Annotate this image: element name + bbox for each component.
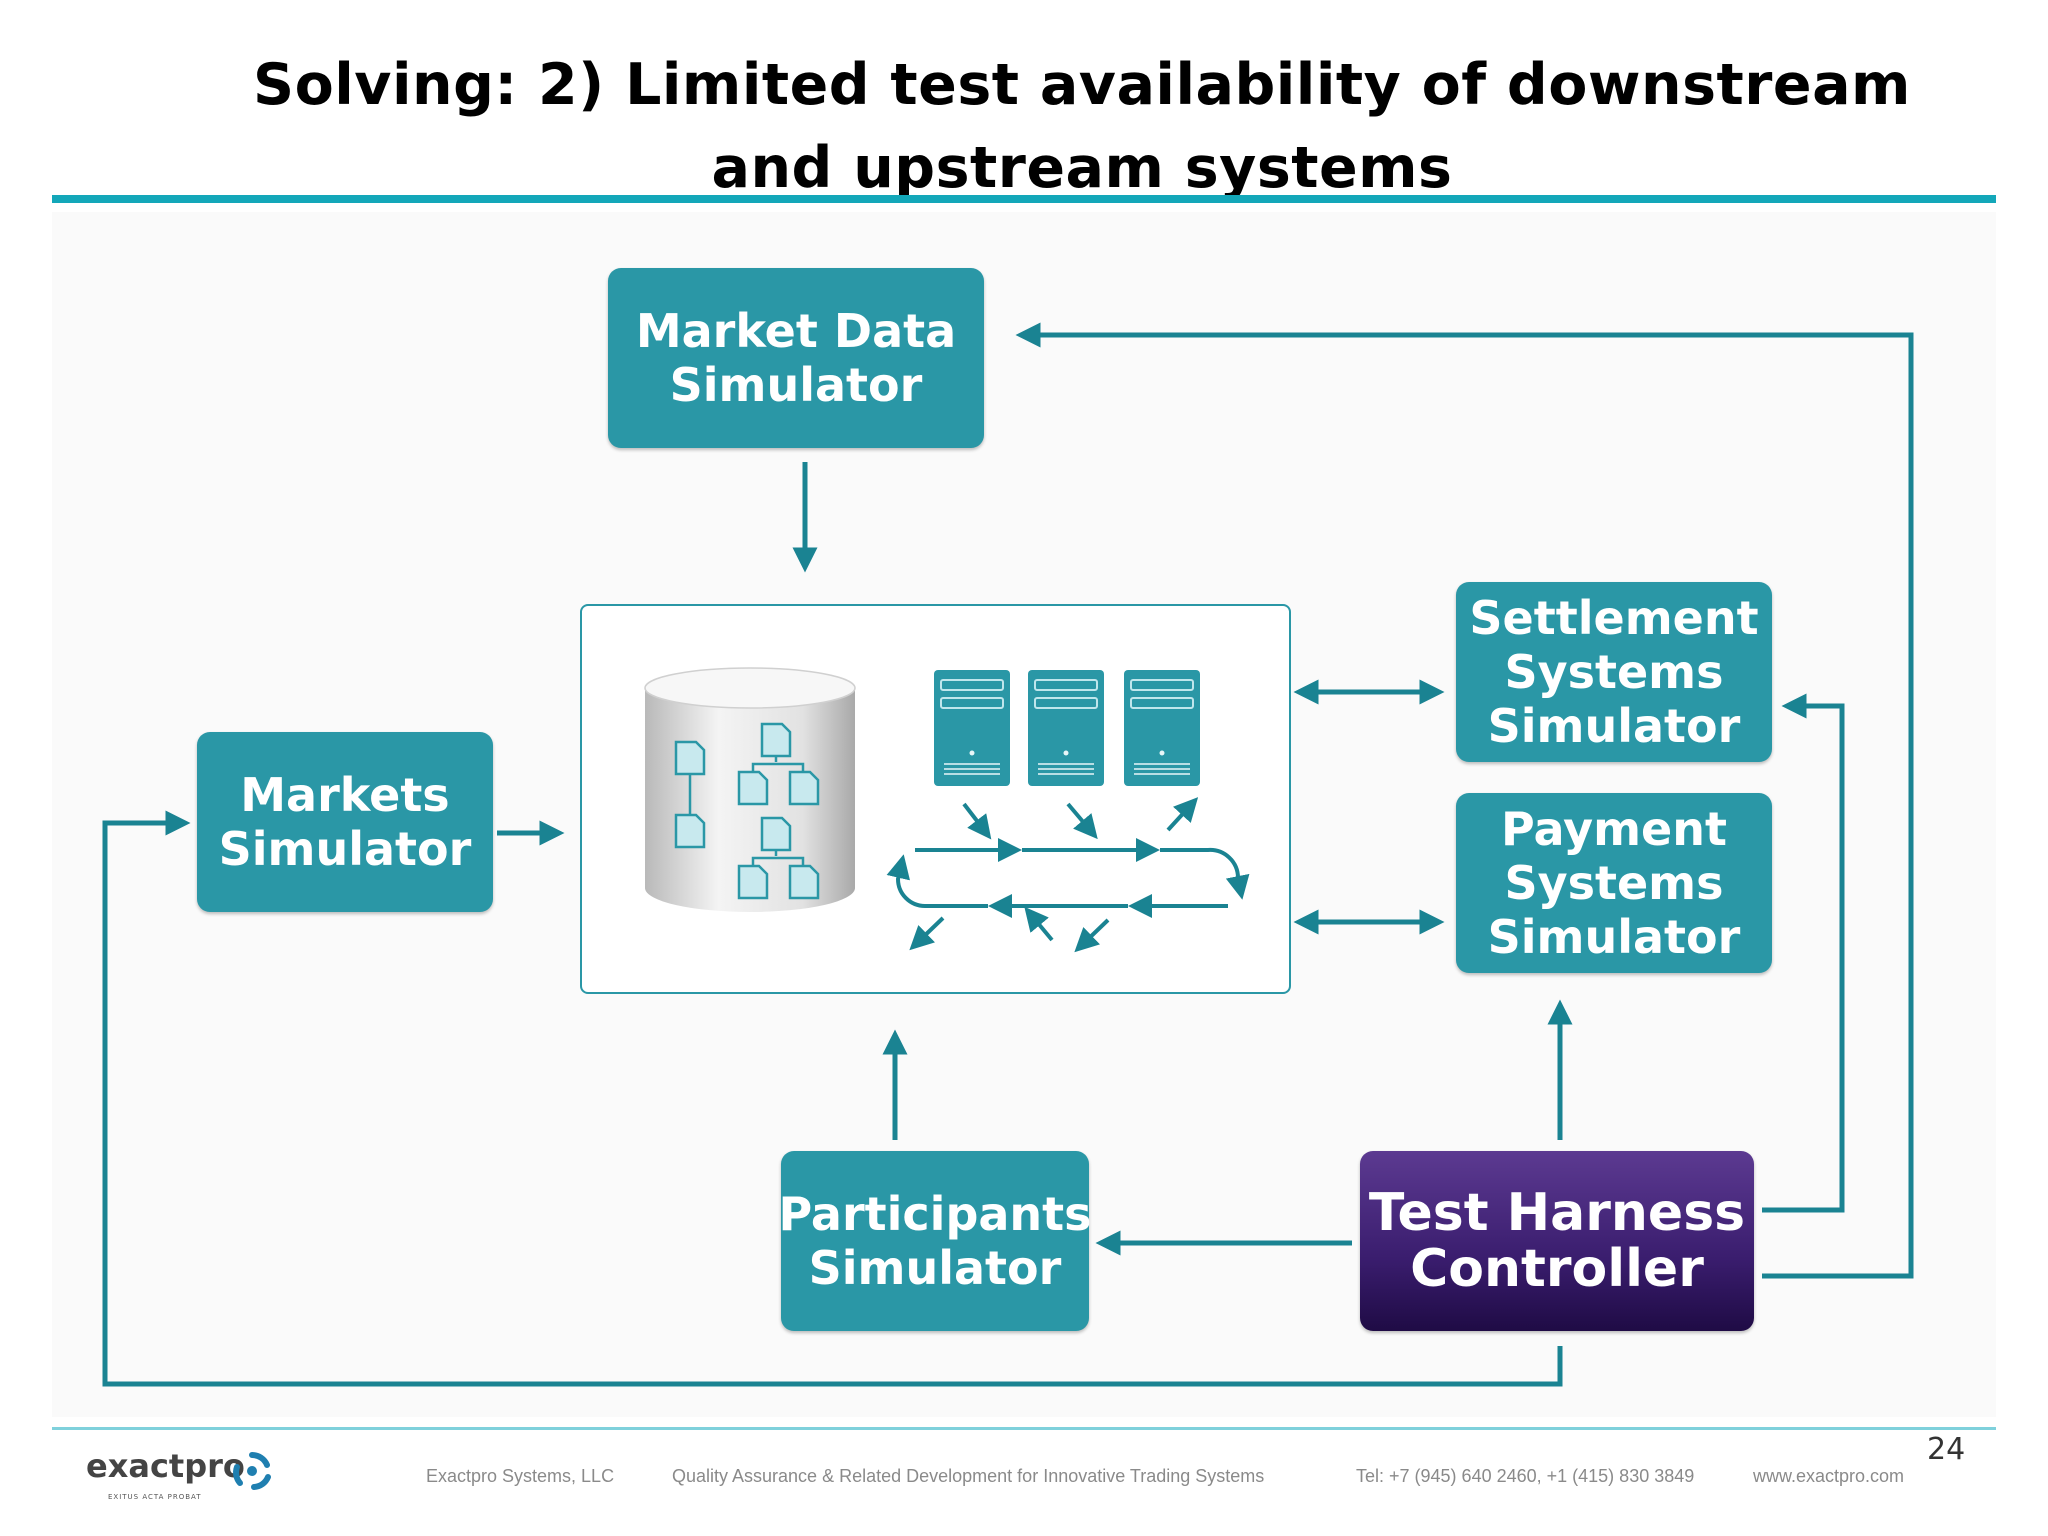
slide-title-line-2: and upstream systems [711,135,1453,201]
exactpro-swirl-icon [233,1451,271,1490]
server-rack-icon [934,670,1200,786]
footer-divider [52,1427,1996,1430]
settlement-systems-simulator-label: Settlement Systems Simulator [1469,591,1759,753]
markets-simulator-label: Markets Simulator [218,768,472,876]
connector-arrows [102,322,1914,1387]
arrow-controller-to-settlement [1762,693,1845,1213]
arrow-controller-to-marketdata [1015,322,1914,1279]
slide-title: Solving: 2) Limited test availability of… [0,44,2048,210]
footer-phone: Tel: +7 (945) 640 2460, +1 (415) 830 384… [1356,1466,1695,1486]
slide-title-line-1: Solving: 2) Limited test availability of… [253,52,1911,118]
market-data-simulator-label: Market Data Simulator [635,304,957,412]
database-icon [644,667,856,912]
test-harness-controller-box: Test Harness Controller [1360,1151,1754,1331]
participants-simulator-label: Participants Simulator [778,1187,1092,1295]
payment-systems-simulator-box: Payment Systems Simulator [1456,793,1772,973]
logo-wordmark: exactpro [86,1447,245,1485]
footer-website-link[interactable]: www.exactpro.com [1753,1466,1905,1486]
message-flow-icon [886,797,1250,953]
title-divider [52,195,1996,203]
arrow-controller-to-markets [102,810,1563,1387]
exactpro-logo[interactable]: exactpro EXITUS ACTA PROBAT [86,1445,286,1505]
markets-simulator-box: Markets Simulator [197,732,493,912]
logo-motto: EXITUS ACTA PROBAT [108,1493,202,1501]
page-number: 24 [1927,1432,1966,1467]
footer-tagline: Quality Assurance & Related Development … [672,1466,1265,1486]
participants-simulator-box: Participants Simulator [778,1151,1092,1331]
market-data-simulator-box: Market Data Simulator [608,268,984,448]
test-harness-controller-label: Test Harness Controller [1368,1183,1746,1299]
payment-systems-simulator-label: Payment Systems Simulator [1487,802,1741,964]
footer-company: Exactpro Systems, LLC [426,1466,615,1486]
settlement-systems-simulator-box: Settlement Systems Simulator [1456,582,1772,762]
